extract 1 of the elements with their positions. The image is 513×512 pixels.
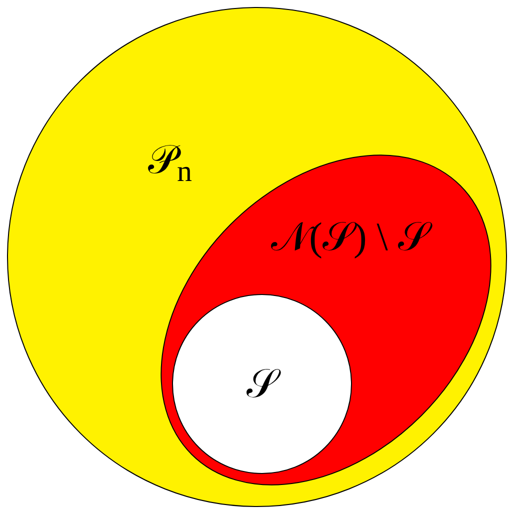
- region-label: 𝒫$_{n}$: [148, 140, 192, 180]
